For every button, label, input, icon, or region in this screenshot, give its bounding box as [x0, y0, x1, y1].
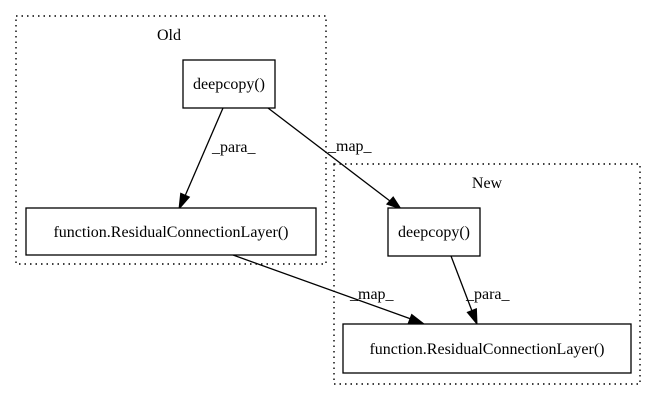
cluster-old-border: [15, 15, 327, 265]
edge-old-para-line: [184, 107, 224, 197]
edge-old-para: _para_: [178, 107, 257, 211]
node-old-function-label: function.ResidualConnectionLayer(): [53, 224, 288, 241]
edge-map-deepcopy: _map_: [267, 107, 403, 210]
node-old-deepcopy[interactable]: deepcopy(): [182, 59, 276, 109]
edge-map-deepcopy-line: [267, 107, 391, 202]
node-new-deepcopy[interactable]: deepcopy(): [387, 207, 481, 257]
cluster-new-title: New: [472, 175, 503, 192]
node-old-deepcopy-label: deepcopy(): [193, 76, 265, 93]
node-new-deepcopy-box: [387, 207, 481, 257]
cluster-old: Old: [15, 15, 327, 265]
cluster-new-border: [333, 163, 641, 385]
edge-map-function: _map_: [232, 254, 426, 325]
cluster-new: New: [333, 163, 641, 385]
node-old-function-box: [25, 207, 317, 256]
node-new-function-label: function.ResidualConnectionLayer(): [369, 341, 604, 358]
edge-new-para: _para_: [450, 255, 511, 326]
edge-old-para-arrowhead: [178, 192, 191, 211]
edge-map-function-line: [232, 254, 412, 320]
edge-map-deepcopy-arrowhead: [385, 196, 403, 210]
edge-new-para-arrowhead: [466, 307, 478, 326]
edge-map-function-arrowhead: [407, 313, 426, 325]
node-new-function-box: [342, 323, 632, 374]
edge-map-function-label: _map_: [349, 286, 395, 303]
edge-new-para-label: _para_: [465, 286, 511, 303]
cluster-old-title: Old: [157, 27, 181, 44]
node-new-function[interactable]: function.ResidualConnectionLayer(): [342, 323, 632, 374]
edge-old-para-label: _para_: [211, 139, 257, 156]
node-new-deepcopy-label: deepcopy(): [398, 224, 470, 241]
node-old-deepcopy-box: [182, 59, 276, 109]
edge-new-para-line: [450, 255, 473, 312]
node-old-function[interactable]: function.ResidualConnectionLayer(): [25, 207, 317, 256]
edge-map-deepcopy-label: _map_: [327, 138, 373, 155]
